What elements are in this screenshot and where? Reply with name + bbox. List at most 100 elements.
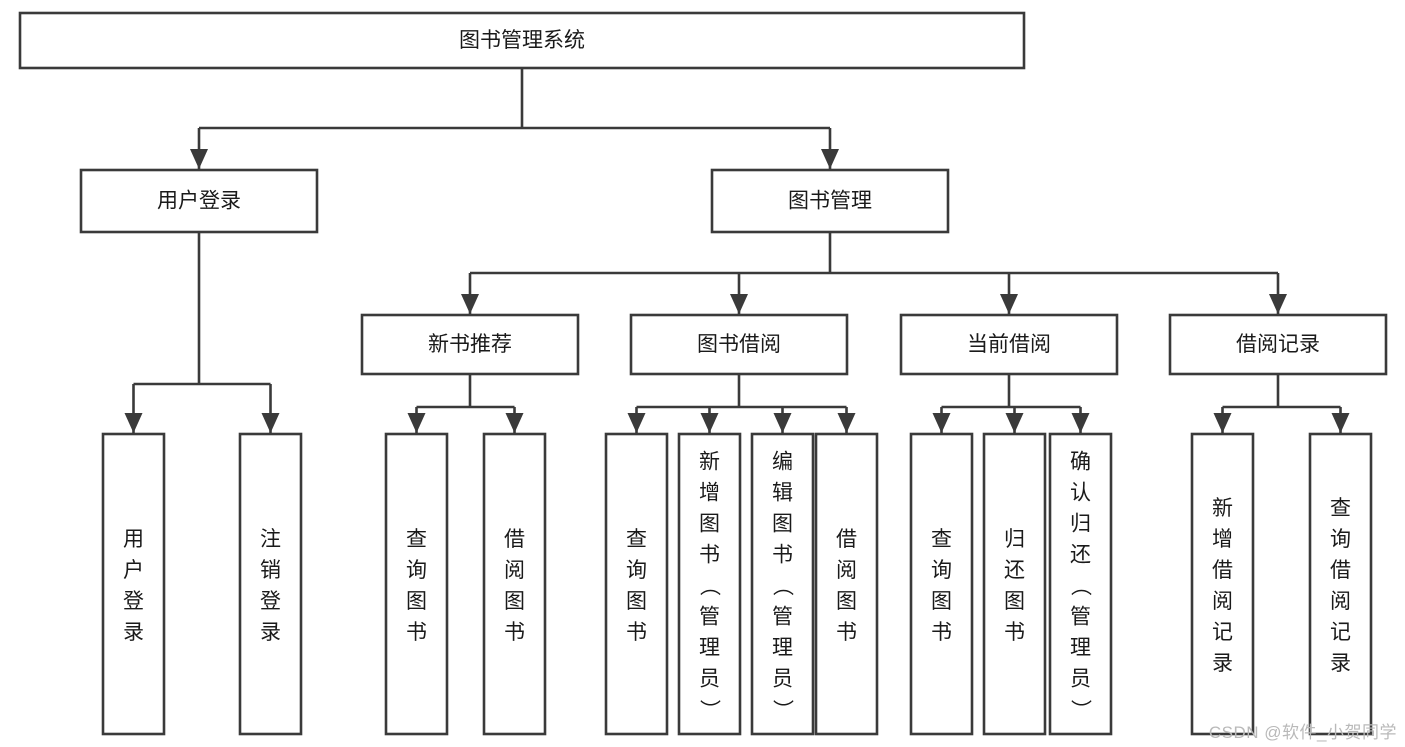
node-label-char: 查 — [406, 528, 427, 551]
node-root[interactable]: 图书管理系统 — [18, 11, 1026, 70]
node-label-char: 询 — [931, 559, 952, 582]
node-borrow-record[interactable]: 借阅记录 — [1168, 313, 1388, 376]
node-box — [982, 432, 1047, 736]
node-label-char: 编 — [772, 451, 793, 474]
node-label-char: 新 — [699, 451, 720, 474]
arrow-head-icon — [1269, 294, 1287, 314]
node-box — [18, 11, 1026, 70]
node-book-manage[interactable]: 图书管理 — [710, 168, 950, 234]
node-label-char: 书 — [836, 621, 857, 644]
node-box — [677, 432, 742, 736]
node-box — [1190, 432, 1255, 736]
node-label-char: 书 — [772, 544, 793, 567]
node-label-char: 阅 — [1330, 590, 1351, 613]
node-label-char: 阅 — [836, 559, 857, 582]
node-label-char: 销 — [260, 559, 281, 582]
node-label-char: 理 — [772, 637, 793, 660]
node-label-char: 用 — [123, 528, 144, 551]
node-current-borrow[interactable]: 当前借阅 — [899, 313, 1119, 376]
node-book-borrow[interactable]: 图书借阅 — [629, 313, 849, 376]
node-label-char: 图 — [504, 590, 525, 613]
node-label: 图书借阅 — [697, 333, 781, 356]
arrow-head-icon — [1213, 413, 1232, 433]
node-new-book-recommend[interactable]: 新书推荐 — [360, 313, 580, 376]
node-label-char: 询 — [406, 559, 427, 582]
node-box — [750, 432, 815, 736]
node-box — [101, 432, 166, 736]
node-label-char: （ — [771, 575, 794, 596]
watermark-text: CSDN @软件_小贺同学 — [1208, 723, 1397, 742]
node-label-char: 查 — [626, 528, 647, 551]
node-label-char: 员 — [1070, 668, 1091, 691]
node-leaf-user-login[interactable]: 用户登录 — [101, 432, 166, 736]
node-label: 借阅记录 — [1236, 333, 1320, 356]
node-label-char: （ — [698, 575, 721, 596]
node-label-char: 书 — [406, 621, 427, 644]
node-box — [604, 432, 669, 736]
arrow-head-icon — [821, 149, 839, 169]
node-label-char: 查 — [1330, 497, 1351, 520]
node-box — [238, 432, 303, 736]
node-label-char: 员 — [699, 668, 720, 691]
arrow-head-icon — [505, 413, 524, 433]
node-label-char: 注 — [260, 528, 281, 551]
node-label-char: 借 — [1330, 559, 1351, 582]
node-label-char: 增 — [1212, 528, 1233, 551]
arrow-head-icon — [124, 413, 143, 433]
node-box — [899, 313, 1119, 376]
arrow-head-icon — [407, 413, 426, 433]
node-label-char: 录 — [1330, 652, 1351, 675]
node-label-char: 辑 — [772, 482, 793, 505]
node-box — [360, 313, 580, 376]
node-label-char: 询 — [626, 559, 647, 582]
node-label-char: 书 — [931, 621, 952, 644]
node-label-char: ） — [1069, 699, 1092, 720]
node-label-char: 认 — [1070, 482, 1091, 505]
node-label-char: 还 — [1070, 544, 1091, 567]
arrow-head-icon — [1071, 413, 1090, 433]
node-label-char: 图 — [772, 513, 793, 536]
node-label: 新书推荐 — [428, 333, 512, 356]
arrow-head-icon — [730, 294, 748, 314]
node-label-char: 询 — [1330, 528, 1351, 551]
node-label-char: 图 — [1004, 590, 1025, 613]
connector-layer — [124, 68, 1350, 433]
node-box — [1048, 432, 1113, 736]
node-label-char: （ — [1069, 575, 1092, 596]
node-label-char: 管 — [1070, 606, 1091, 629]
node-label-char: 图 — [626, 590, 647, 613]
node-label-char: 图 — [406, 590, 427, 613]
arrow-head-icon — [700, 413, 719, 433]
arrow-head-icon — [190, 149, 208, 169]
node-label-char: 归 — [1070, 513, 1091, 536]
arrow-head-icon — [1331, 413, 1350, 433]
node-label-char: 户 — [123, 559, 144, 582]
arrow-head-icon — [1005, 413, 1024, 433]
node-label-char: 新 — [1212, 497, 1233, 520]
node-label-char: 书 — [504, 621, 525, 644]
node-user-login[interactable]: 用户登录 — [79, 168, 319, 234]
node-label-char: 登 — [123, 590, 144, 613]
node-box — [629, 313, 849, 376]
node-label-char: 理 — [699, 637, 720, 660]
node-label-char: 管 — [772, 606, 793, 629]
node-label-char: 确 — [1070, 451, 1091, 474]
node-label-char: ） — [698, 699, 721, 720]
node-label-char: 管 — [699, 606, 720, 629]
node-label-char: 图 — [836, 590, 857, 613]
node-label-char: 理 — [1070, 637, 1091, 660]
